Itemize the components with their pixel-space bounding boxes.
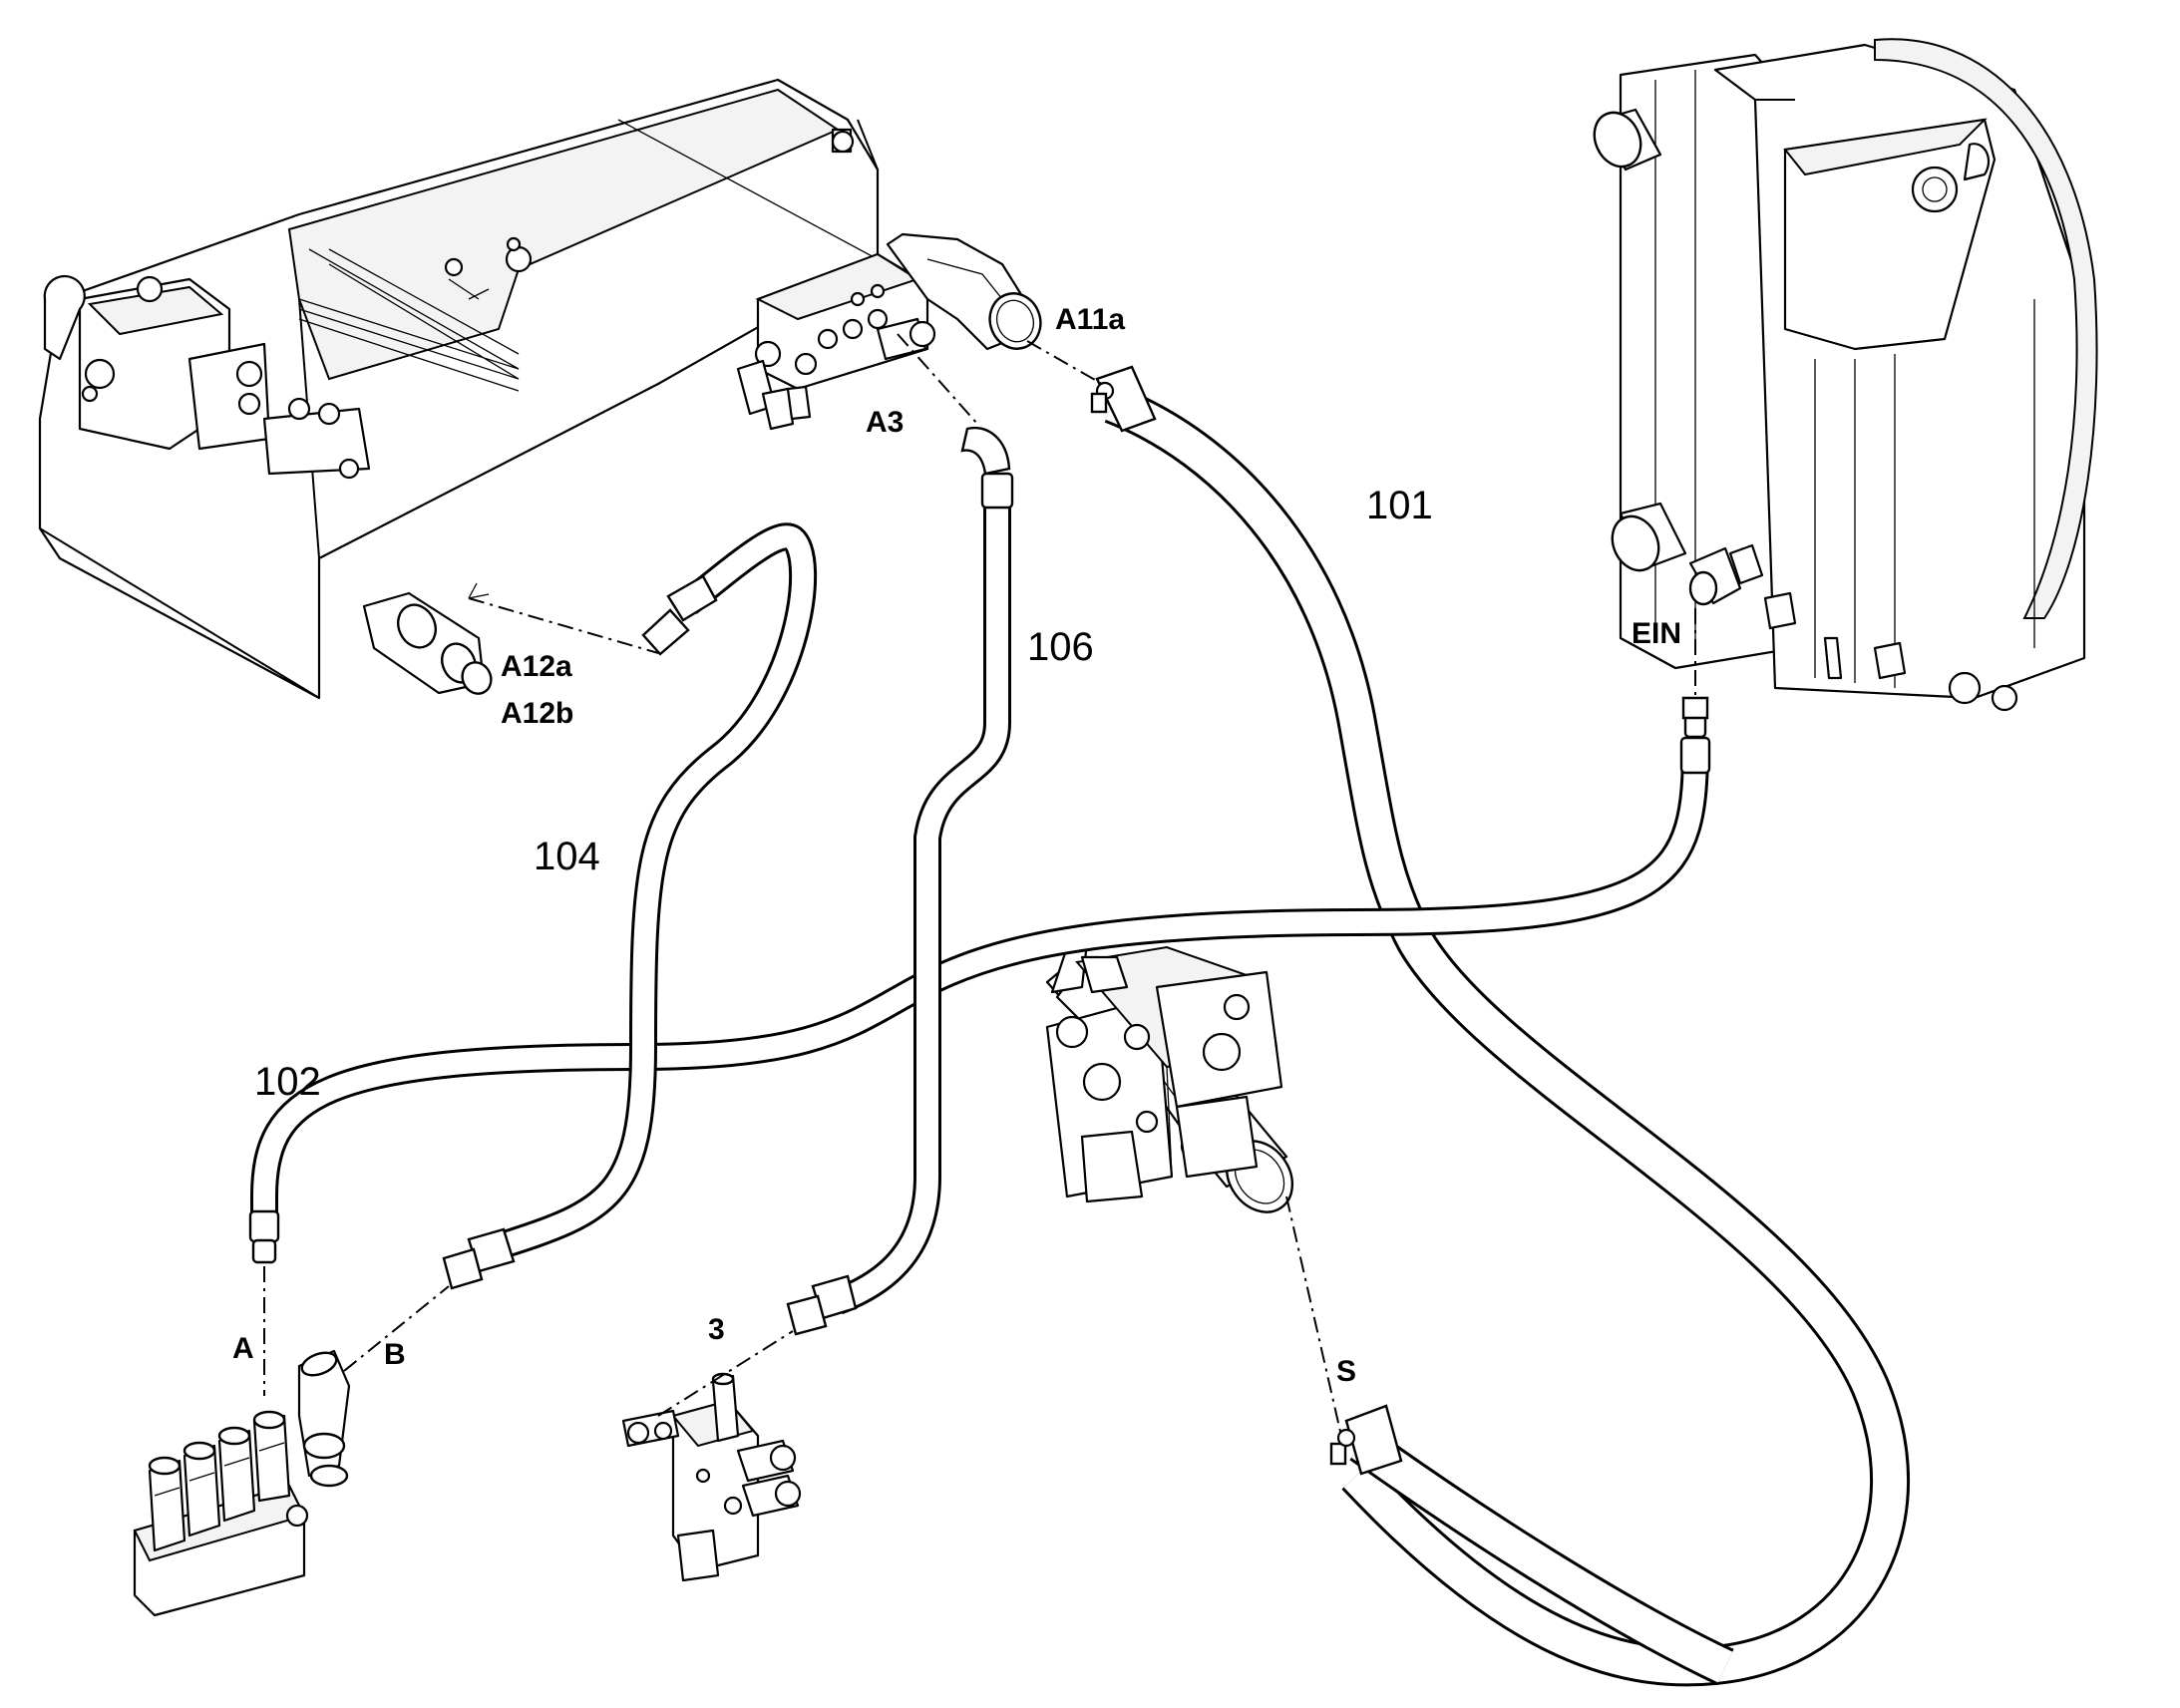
port-label-a12b: A12b [501,697,573,730]
hose-fittings [248,365,1711,1476]
control-valve-block [133,1349,351,1617]
port-label-a: A [232,1332,254,1365]
connection-lines [263,333,1696,1437]
port-label-b: B [384,1338,406,1371]
labels: 101 106 104 102 A11a A3 A12a A12b EIN A … [232,303,1681,1388]
oil-cooler-assembly [1593,38,2098,712]
hose-101 [1104,385,1911,1687]
port-label-3: 3 [708,1313,725,1346]
hydraulic-tank-assembly [38,78,1042,700]
hose-suction-s [1349,1427,1734,1686]
hose-102 [250,742,1709,1221]
auxiliary-valve-block [621,1372,802,1582]
hose-label-104: 104 [534,835,600,878]
port-label-a3: A3 [866,406,904,439]
port-label-s: S [1336,1355,1356,1388]
hydraulic-pump-assembly [1045,940,1294,1213]
port-label-a12a: A12a [501,650,572,683]
port-label-ein: EIN [1632,617,1681,650]
port-label-a11a: A11a [1055,303,1125,336]
hose-104 [494,522,817,1260]
hose-label-102: 102 [254,1060,321,1104]
hose-106 [832,499,1011,1315]
hose-label-106: 106 [1027,625,1094,669]
hose-label-101: 101 [1366,484,1433,527]
